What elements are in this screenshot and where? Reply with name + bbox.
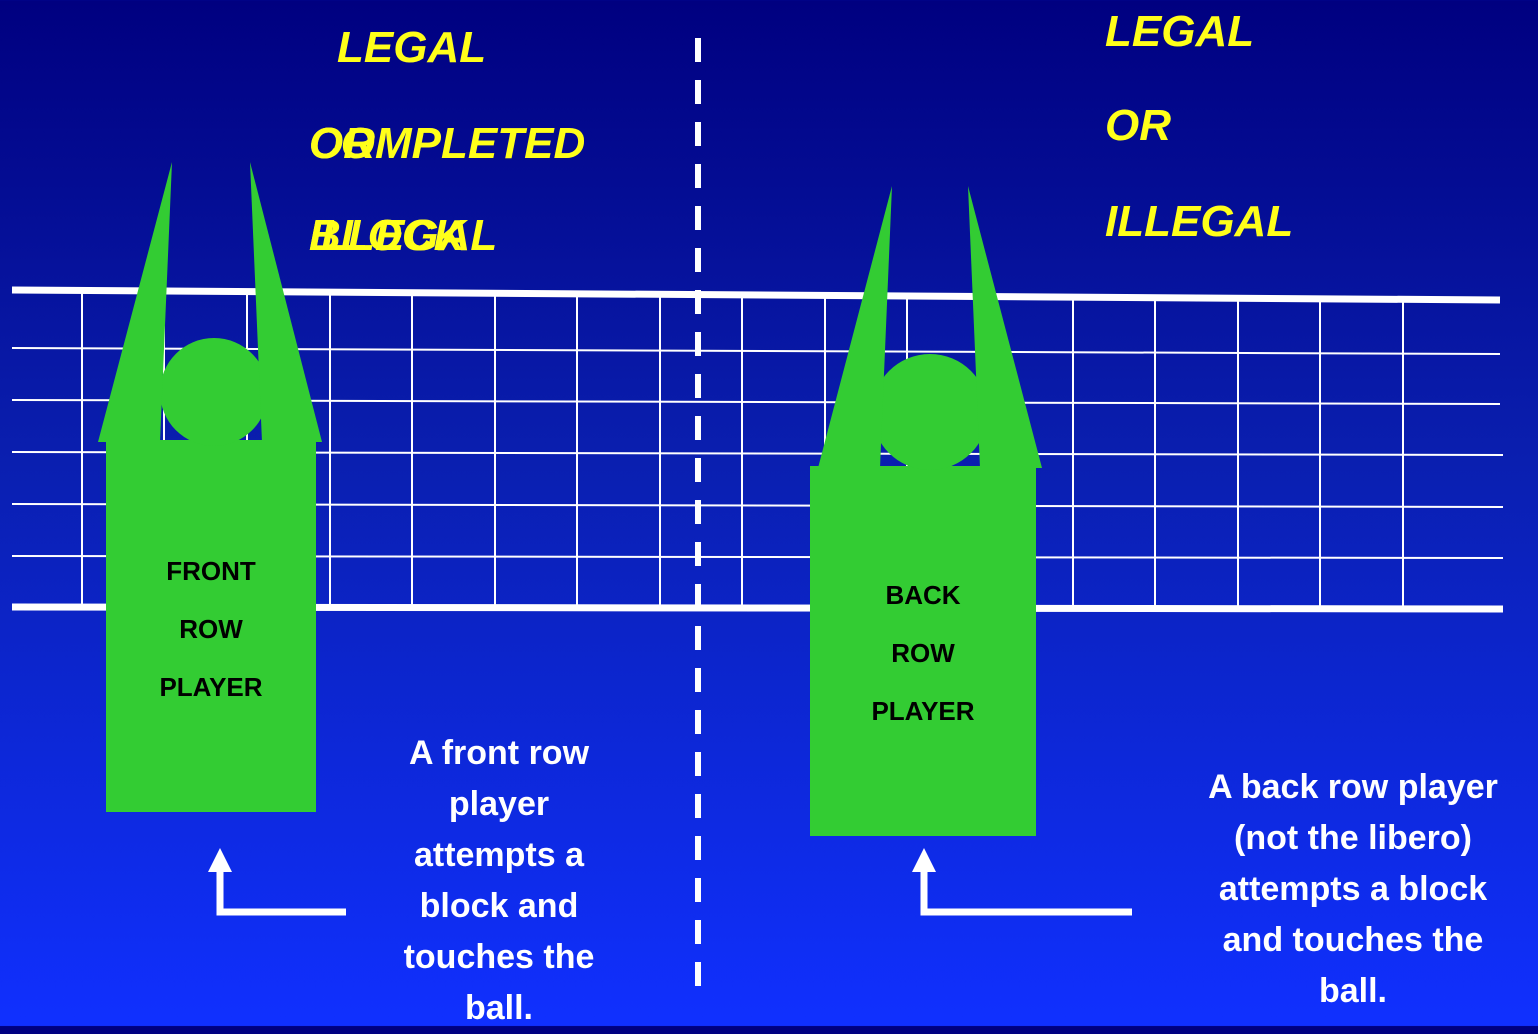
left-title-or: OR [309,120,375,168]
front-row-player-head [160,338,268,446]
front-row-player-left-arm [98,162,172,442]
back-row-arrow [912,848,1132,912]
front-row-caption: A front row player attempts a block and … [358,728,640,1034]
right-title-or: OR [1105,102,1171,150]
left-title-legal: LEGAL [337,24,486,72]
back-row-arrow-head [912,848,936,872]
back-row-player-left-arm [818,186,892,468]
right-title-illegal: ILLEGAL [1105,198,1293,246]
front-row-arrow-head [208,848,232,872]
net-top-band [12,290,1500,300]
back-row-caption: A back row player (not the libero) attem… [1168,762,1538,1017]
back-row-player-label: BACK ROW PLAYER [810,566,1036,740]
back-row-player-head [872,354,988,470]
front-row-arrow [208,848,346,912]
back-row-player-right-arm [968,186,1042,468]
front-row-player-label: FRONT ROW PLAYER [106,542,316,716]
right-title-legal: LEGAL [1105,8,1254,56]
left-title-illegal: ILLEGAL [309,212,497,260]
